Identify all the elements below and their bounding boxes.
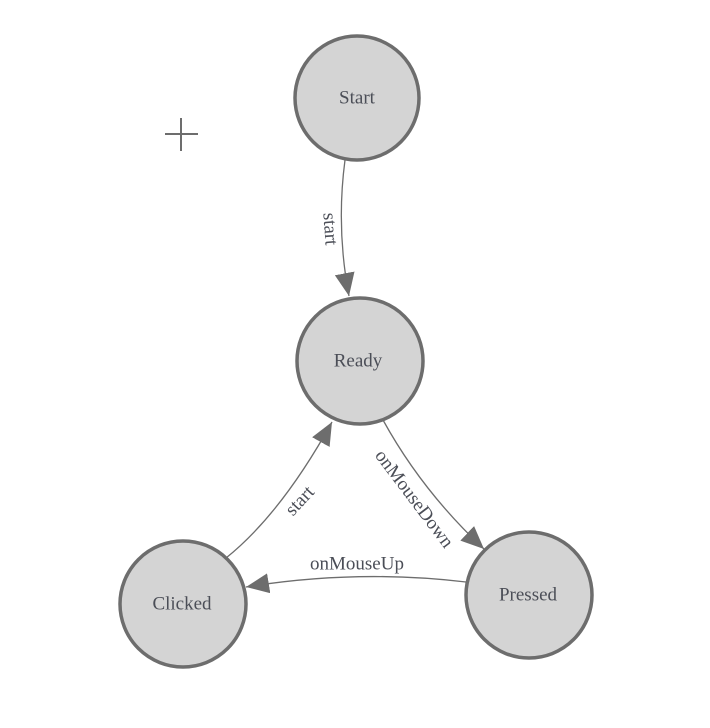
edge-label-clicked-to-ready[interactable]: start: [281, 481, 319, 520]
edge-label-start-to-ready[interactable]: start: [318, 212, 341, 247]
edge-clicked-to-ready[interactable]: [225, 421, 333, 559]
node-clicked[interactable]: Clicked: [118, 539, 248, 669]
edge-label-onmousedown[interactable]: onMouseDown: [370, 446, 458, 553]
edge-pressed-to-clicked[interactable]: [245, 573, 467, 594]
node-pressed-circle[interactable]: [464, 530, 594, 660]
node-start-circle[interactable]: [293, 34, 421, 162]
edge-ready-to-pressed[interactable]: [382, 419, 485, 550]
node-pressed-label: Pressed: [499, 585, 558, 606]
node-ready[interactable]: Ready: [295, 296, 425, 426]
node-clicked-label: Clicked: [152, 594, 212, 615]
node-ready-circle[interactable]: [295, 296, 425, 426]
edge-start-to-ready[interactable]: [334, 159, 355, 297]
edge-label-onmouseup[interactable]: onMouseUp: [310, 554, 404, 575]
node-clicked-circle[interactable]: [118, 539, 248, 669]
node-start-label: Start: [339, 88, 376, 109]
node-pressed[interactable]: Pressed: [464, 530, 594, 660]
node-ready-label: Ready: [334, 351, 383, 372]
node-start[interactable]: Start: [293, 34, 421, 162]
crosshair-icon: [165, 118, 198, 151]
